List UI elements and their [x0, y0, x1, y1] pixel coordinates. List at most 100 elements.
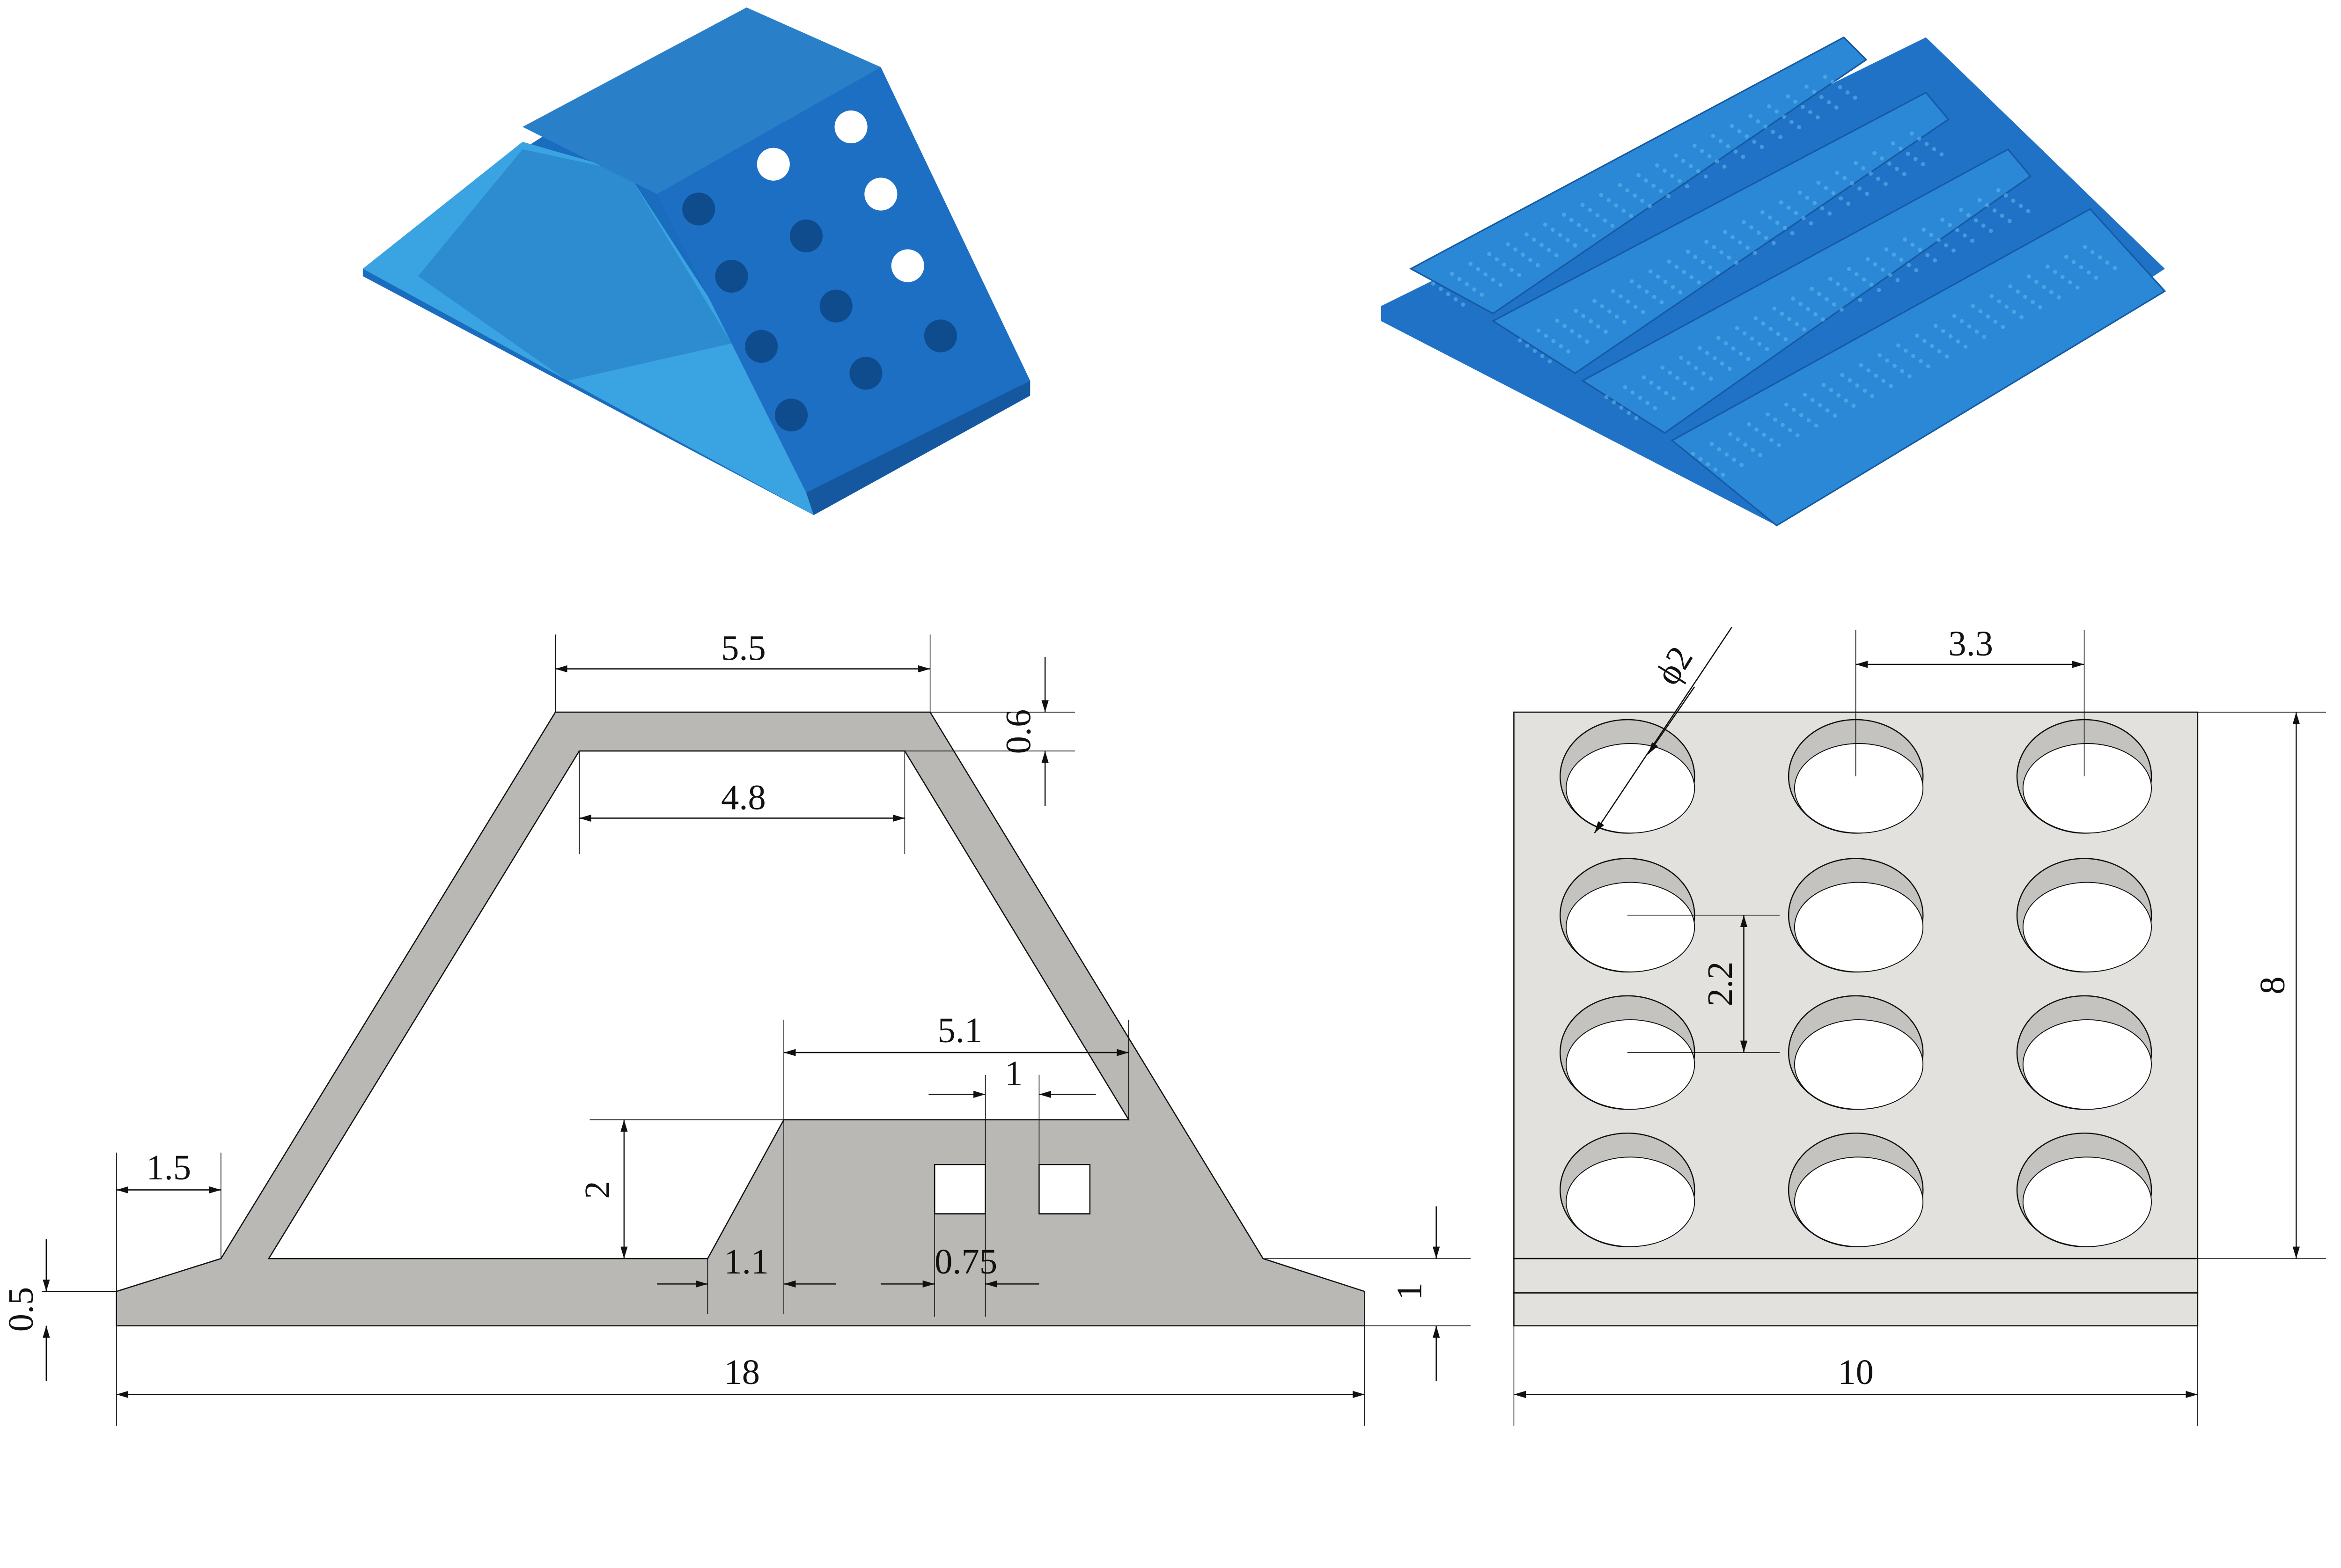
perforation-dot: [1559, 344, 1563, 348]
perforation-dot: [1735, 326, 1739, 331]
perforation-dot: [1746, 357, 1751, 361]
perforation-dot: [1457, 277, 1462, 281]
perforation-dot: [1663, 169, 1667, 173]
perforation-dot: [2031, 300, 2035, 304]
perforation-dot: [2027, 274, 2032, 279]
plate-hole: [2016, 1133, 2152, 1247]
perforation-dot: [1536, 328, 1541, 333]
perforation-dot: [1565, 238, 1570, 243]
perforation-dot: [1873, 262, 1877, 267]
perforation-dot: [1929, 233, 1934, 237]
perforation-dot: [1769, 438, 1774, 442]
perforation-dot: [1818, 403, 1822, 407]
perforation-dot: [1573, 243, 1577, 248]
perforation-dot: [1879, 156, 1884, 161]
perforation-dot: [1865, 257, 1870, 262]
perforation-dot: [1584, 228, 1589, 233]
perforation-dot: [1576, 223, 1581, 228]
perforation-dot: [1826, 100, 1831, 104]
perforation-dot: [1727, 367, 1732, 371]
perforation-dot: [1986, 314, 1990, 319]
perforation-dot: [1944, 243, 1949, 248]
perforation-dot: [1558, 233, 1562, 237]
perforation-dot: [1862, 389, 1867, 393]
perforation-dot: [2098, 255, 2102, 260]
cross-section-drawing: 5.5 0.6 4.8 5.1 1 2 1.5 0.5 1.1 0.75 1 1…: [1, 628, 1471, 1426]
perforation-dot: [1754, 427, 1759, 432]
perforation-dot: [2064, 255, 2069, 259]
perforation-dot: [1759, 145, 1764, 149]
perforation-dot: [1876, 177, 1880, 181]
perforation-dot: [1952, 314, 1957, 318]
perforation-dot: [1539, 243, 1544, 247]
perforation-dot: [1494, 257, 1499, 262]
perforation-dot: [1877, 353, 1882, 358]
perforation-dot: [1844, 398, 1848, 403]
perforation-dot: [1778, 135, 1783, 140]
perforation-dot: [1730, 124, 1734, 128]
perforation-dot: [1718, 139, 1723, 143]
perforation-dot: [1535, 263, 1540, 267]
perforation-dot: [1782, 114, 1787, 119]
perforation-dot: [2053, 270, 2057, 274]
perforation-dot: [1577, 334, 1582, 339]
perforation-dot: [1551, 339, 1556, 343]
perforation-dot: [1816, 180, 1821, 185]
perforation-dot: [1911, 353, 1915, 358]
perforation-dot: [1869, 171, 1873, 176]
perforation-dot: [1903, 237, 1907, 242]
perforation-dot: [1675, 375, 1680, 380]
perforation-dot: [1751, 448, 1755, 452]
perforation-dot: [2041, 285, 2046, 289]
perforation-dot: [1525, 343, 1530, 348]
perforation-dot: [1973, 218, 1978, 223]
perforation-dot: [1738, 240, 1742, 245]
perforation-dot: [1989, 294, 1994, 299]
perforation-dot: [1734, 260, 1739, 265]
perforation-dot: [1668, 370, 1672, 375]
perforation-dot: [1981, 223, 1986, 228]
perforation-dot: [1825, 297, 1829, 302]
perforation-dot: [1595, 213, 1600, 218]
perforation-dot: [1913, 157, 1918, 162]
perforation-dot: [1840, 373, 1845, 377]
array-dots: [1431, 74, 2117, 477]
perforation-dot: [1763, 124, 1768, 129]
perforation-dot: [1659, 300, 1664, 304]
perforation-dot: [1625, 188, 1630, 193]
perforation-dot: [1626, 299, 1630, 304]
perforation-dot: [1764, 236, 1768, 240]
perforation-dot: [1752, 250, 1757, 255]
perforation-dot: [1791, 296, 1796, 301]
perforation-dot: [1904, 348, 1908, 353]
figure: 5.5 0.6 4.8 5.1 1 2 1.5 0.5 1.1 0.75 1 1…: [1, 7, 2326, 1426]
perforation-dot: [2019, 315, 2024, 319]
perforation-dot: [1812, 201, 1817, 206]
perforation-dot: [1970, 238, 1974, 243]
perforation-dot: [1853, 96, 1857, 100]
perforation-dot: [1686, 361, 1691, 365]
dim-total-width: 18: [724, 1352, 760, 1392]
perforation-dot: [1982, 334, 1987, 339]
perforation-dot: [1648, 204, 1652, 208]
perforation-dot: [1638, 396, 1642, 400]
perforation-dot: [1555, 318, 1560, 323]
perforation-dot: [1766, 412, 1770, 417]
perforation-dot: [1835, 282, 1840, 287]
perforation-dot: [1741, 155, 1745, 159]
perforation-dot: [1866, 368, 1871, 373]
perforation-dot: [1465, 282, 1469, 287]
perforation-dot: [1690, 386, 1694, 391]
perforation-dot: [1842, 176, 1847, 180]
perforation-dot: [1760, 210, 1765, 214]
perforation-dot: [1574, 309, 1578, 313]
perforation-dot: [1580, 203, 1585, 207]
perforation-dot: [1678, 290, 1683, 294]
perforation-dot: [1644, 178, 1649, 183]
perforation-dot: [1892, 363, 1897, 368]
perforation-dot: [1966, 213, 1971, 217]
perforation-dot: [1547, 359, 1552, 364]
perforation-dot: [1604, 330, 1608, 334]
perforation-dot: [1604, 395, 1609, 399]
perforation-dot: [1944, 354, 1949, 359]
